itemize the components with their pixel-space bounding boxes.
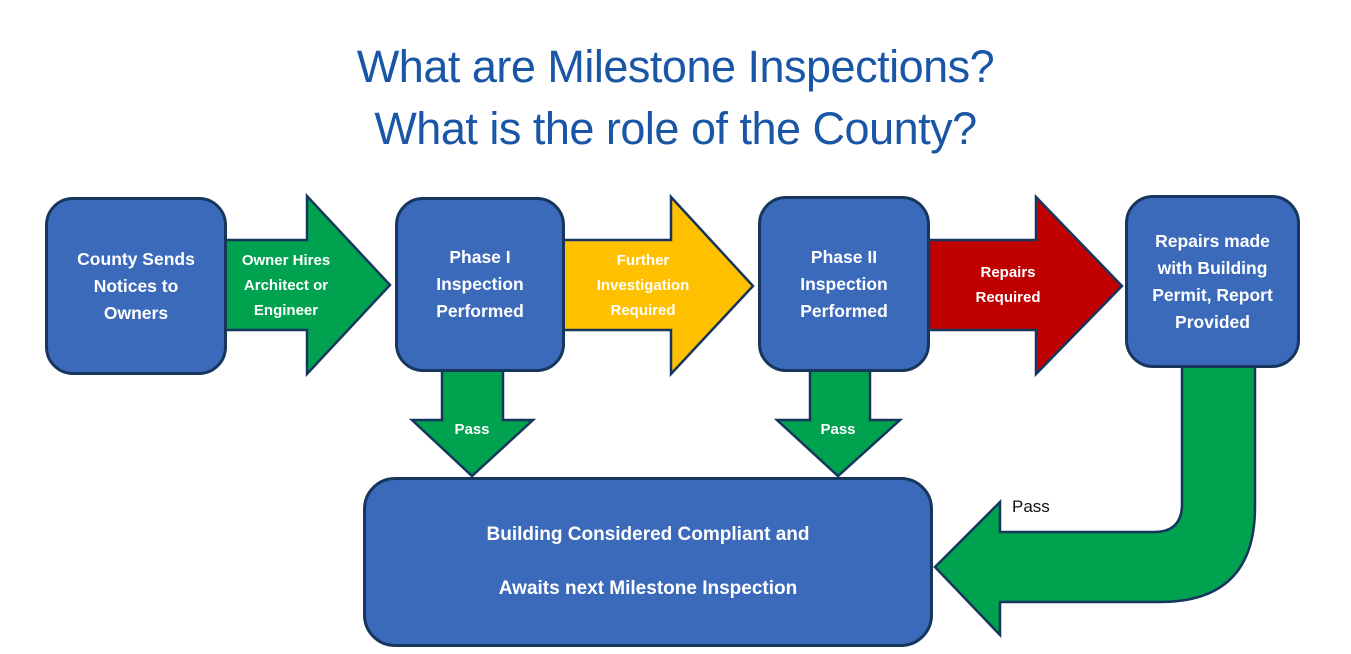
arrow-label-line: Architect or [243,276,329,294]
page-title: What are Milestone Inspections? What is … [0,36,1351,160]
arrow-label-line: Engineer [253,301,319,319]
building-compliant-box: Building Considered Compliant and Awaits… [363,477,933,647]
arrow-label-line: Repairs [980,264,1036,281]
repairs-pass-return-arrow-shape [933,360,1257,639]
phase1-pass-label: Pass [454,421,490,438]
box-text-line: Building Considered Compliant and [486,524,810,545]
arrow-label-line: Further [616,251,670,269]
box-text-line: Performed [800,300,888,321]
phase-1-inspection-box: Phase I Inspection Performed [395,197,565,372]
owner-hires-arrow-label: Owner Hires Architect or Engineer [216,241,356,329]
box-text-line: Phase I [449,247,511,267]
box-text-line: Inspection [800,273,888,294]
box-text-line: Performed [436,301,524,321]
phase2-pass-label: Pass [820,421,856,438]
further-investigation-arrow-shape [561,193,755,378]
box-text-line: Phase II [810,246,878,267]
box-text-line: Permit, Report [1152,284,1273,305]
arrow-label-line: Required [975,289,1041,306]
box-text-line: County Sends [77,248,195,269]
arrow-label-line: Investigation [596,276,690,294]
repairs-required-arrow-shape [927,193,1124,378]
owner-hires-arrow-shape [223,192,392,378]
county-sends-notices-box: County Sends Notices to Owners [45,197,227,375]
phase1-pass-arrow-shape [408,364,537,478]
page-title-line-1: What are Milestone Inspections? [356,41,995,92]
box-text-line: Awaits next Milestone Inspection [498,578,798,599]
box-text-line: Owners [103,302,169,323]
box-text-line: Notices to [93,275,179,296]
return-pass-label: Pass [1012,497,1050,516]
box-text-line: Provided [1175,311,1250,332]
arrow-label-line: Owner Hires [241,251,331,269]
repairs-required-arrow-label: Repairs Required [938,241,1078,329]
phase2-pass-arrow-shape [773,364,904,478]
box-text-line: Repairs made [1155,230,1270,251]
arrow-label-line: Required [610,301,676,319]
box-text-line: Inspection [436,274,524,294]
repairs-made-box: Repairs made with Building Permit, Repor… [1125,195,1300,368]
page-title-line-2: What is the role of the County? [374,103,977,154]
box-text-line: with Building [1157,257,1268,278]
further-investigation-arrow-label: Further Investigation Required [573,241,713,329]
phase-2-inspection-box: Phase II Inspection Performed [758,196,930,372]
